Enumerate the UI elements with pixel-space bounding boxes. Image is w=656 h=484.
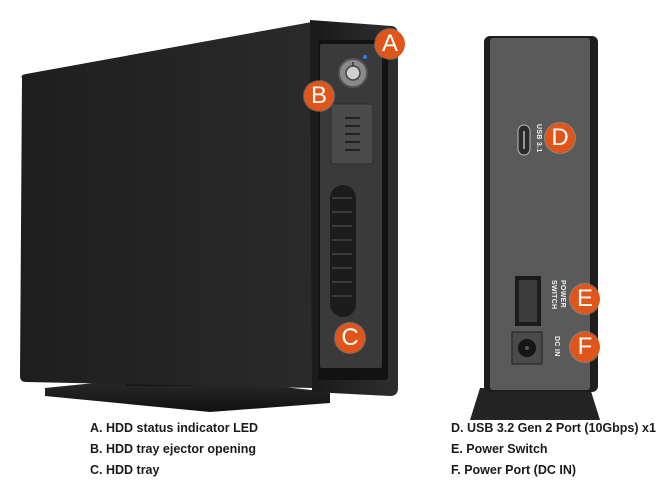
rear-view-enclosure: USB 3.1 POWER SWITCH DC IN D E F — [470, 30, 620, 420]
legend-item-f: F. Power Port (DC IN) — [451, 463, 577, 477]
legend-item-b: B. HDD tray ejector opening — [90, 442, 256, 456]
callout-e: E — [570, 284, 600, 314]
callout-b: B — [304, 81, 334, 111]
usb-port-label: USB 3.1 — [535, 124, 542, 153]
callout-d: D — [545, 123, 575, 153]
legend-item-e: E. Power Switch — [451, 442, 548, 456]
enclosure-illustration — [20, 20, 398, 412]
callout-f: F — [570, 332, 600, 362]
rear-illustration — [470, 36, 600, 420]
callout-a: A — [375, 29, 405, 59]
power-switch-label-line2: SWITCH — [550, 280, 557, 310]
legend-item-a: A. HDD status indicator LED — [90, 421, 259, 435]
front-view-enclosure: A B C — [20, 20, 405, 412]
callout-c: C — [335, 323, 365, 353]
legend-item-d: D. USB 3.2 Gen 2 Port (10Gbps) x1 — [451, 421, 656, 435]
power-switch-label-line1: POWER — [559, 280, 566, 308]
dc-in-label: DC IN — [553, 336, 560, 357]
legend-item-c: C. HDD tray — [90, 463, 160, 477]
